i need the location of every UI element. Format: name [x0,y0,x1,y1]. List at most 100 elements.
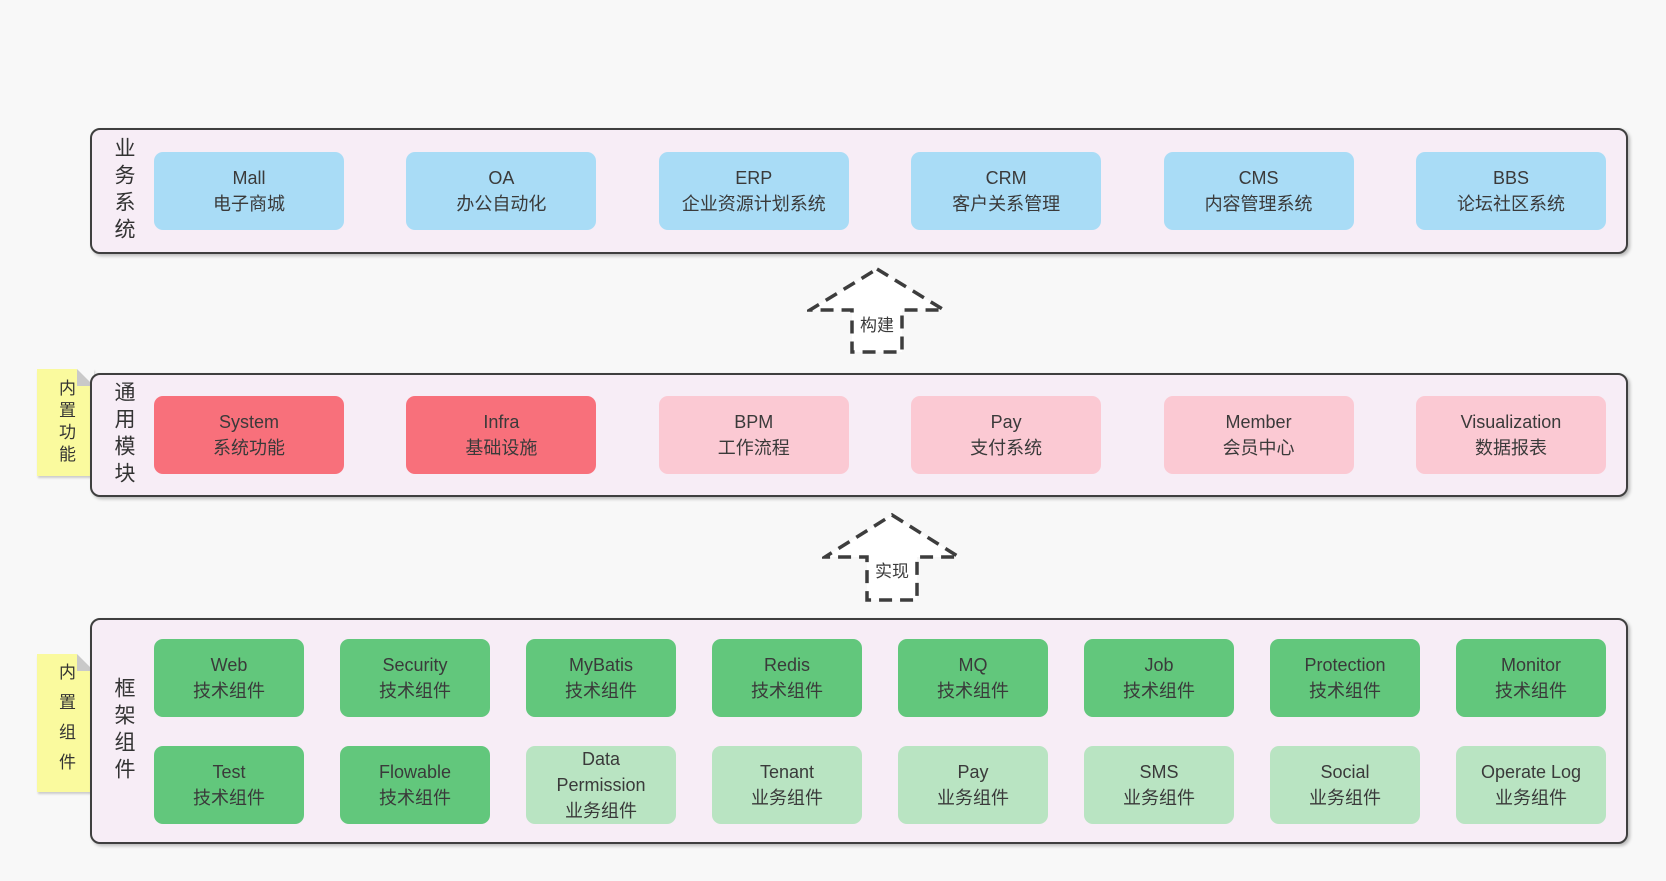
box-title: Pay [990,412,1022,432]
box-flowable: Flowable 技术组件 [340,746,490,824]
box-subtitle: 办公自动化 [456,194,547,214]
box-subtitle: 技术组件 [937,681,1009,701]
sticky-label: 内置功能 [56,378,75,467]
box-subtitle: 技术组件 [379,788,451,808]
sticky-note-built-in-features: 内置功能 [37,369,94,476]
box-title: Test [212,762,246,782]
box-cms: CMS 内容管理系统 [1163,152,1354,230]
box-title: MyBatis [568,655,633,675]
box-web: Web 技术组件 [154,639,304,717]
box-subtitle: 基础设施 [465,438,538,458]
box-subtitle: 技术组件 [1309,681,1381,701]
box-title: Redis [763,655,811,675]
box-title: Member [1225,412,1292,432]
box-title: Data Permission [556,749,646,795]
box-subtitle: 业务组件 [751,788,823,808]
box-visualization: Visualization 数据报表 [1415,396,1606,474]
box-title: Infra [483,412,520,432]
box-infra: Infra 基础设施 [406,396,597,474]
box-subtitle: 技术组件 [379,681,451,701]
box-pay: Pay 支付系统 [911,396,1102,474]
box-title: Pay [957,762,989,782]
build-arrow: 构建 [807,266,947,356]
build-arrow-label: 构建 [857,310,897,337]
box-security: Security 技术组件 [340,639,490,717]
box-title: OA [488,168,515,188]
box-subtitle: 技术组件 [193,681,265,701]
implement-arrow: 实现 [822,512,962,604]
box-title: CMS [1238,168,1279,188]
box-sms: SMS 业务组件 [1084,746,1234,824]
box-subtitle: 业务组件 [1123,788,1195,808]
layer-label-business-systems: 业务系统 [112,137,135,245]
box-title: Security [382,655,448,675]
box-title: Visualization [1460,412,1562,432]
box-subtitle: 企业资源计划系统 [681,194,826,214]
box-tenant: Tenant 业务组件 [712,746,862,824]
box-job: Job 技术组件 [1084,639,1234,717]
box-title: BPM [734,412,774,432]
box-subtitle: 技术组件 [1495,681,1567,701]
box-subtitle: 电子商城 [213,194,285,214]
box-oa: OA 办公自动化 [406,152,597,230]
box-mq: MQ 技术组件 [898,639,1048,717]
box-subtitle: 业务组件 [1495,788,1567,808]
box-title: Monitor [1500,655,1562,675]
box-subtitle: 技术组件 [193,788,265,808]
common-modules-layer: 通用模块 System 系统功能 Infra 基础设施 BPM 工作流程 Pay 支付系统 Me… [90,373,1628,497]
box-subtitle: 业务组件 [937,788,1009,808]
box-subtitle: 技术组件 [565,681,637,701]
sticky-label: 内置组件 [56,663,75,783]
box-erp: ERP 企业资源计划系统 [658,152,849,230]
box-operate-log: Operate Log 业务组件 [1456,746,1606,824]
box-title: BBS [1492,168,1529,188]
box-subtitle: 论坛社区系统 [1456,194,1565,214]
box-bpm: BPM 工作流程 [658,396,849,474]
box-subtitle: 业务组件 [565,801,637,821]
layer-label-common-modules: 通用模块 [112,381,135,489]
box-subtitle: 技术组件 [751,681,823,701]
box-member: Member 会员中心 [1163,396,1354,474]
box-title: Web [210,655,248,675]
module-boxes: System 系统功能 Infra 基础设施 BPM 工作流程 Pay 支付系统 Member 会… [154,375,1626,495]
box-title: CRM [985,168,1027,188]
box-subtitle: 支付系统 [970,438,1043,458]
implement-arrow-label: 实现 [872,556,912,583]
box-subtitle: 数据报表 [1474,438,1547,458]
box-test: Test 技术组件 [154,746,304,824]
box-system: System 系统功能 [154,396,344,474]
box-title: Job [1144,655,1174,675]
box-data-permission: Data Permission 业务组件 [526,746,676,824]
sticky-note-built-in-components: 内置组件 [37,654,94,792]
box-redis: Redis 技术组件 [712,639,862,717]
box-subtitle: 会员中心 [1222,438,1295,458]
box-subtitle: 业务组件 [1309,788,1381,808]
box-subtitle: 内容管理系统 [1204,194,1313,214]
box-subtitle: 技术组件 [1123,681,1195,701]
box-social: Social 业务组件 [1270,746,1420,824]
layer-label-framework-components: 框架组件 [112,677,135,785]
box-monitor: Monitor 技术组件 [1456,639,1606,717]
box-title: ERP [735,168,773,188]
box-subtitle: 系统功能 [213,438,285,458]
box-mybatis: MyBatis 技术组件 [526,639,676,717]
box-subtitle: 工作流程 [717,438,790,458]
box-title: Social [1320,762,1370,782]
box-title: SMS [1139,762,1179,782]
box-title: Mall [232,168,266,188]
box-title: MQ [958,655,988,675]
box-title: System [218,412,279,432]
box-mall: Mall 电子商城 [154,152,344,230]
box-bbs: BBS 论坛社区系统 [1415,152,1606,230]
box-title: Tenant [759,762,815,782]
box-title: Operate Log [1480,762,1582,782]
box-title: Flowable [378,762,452,782]
